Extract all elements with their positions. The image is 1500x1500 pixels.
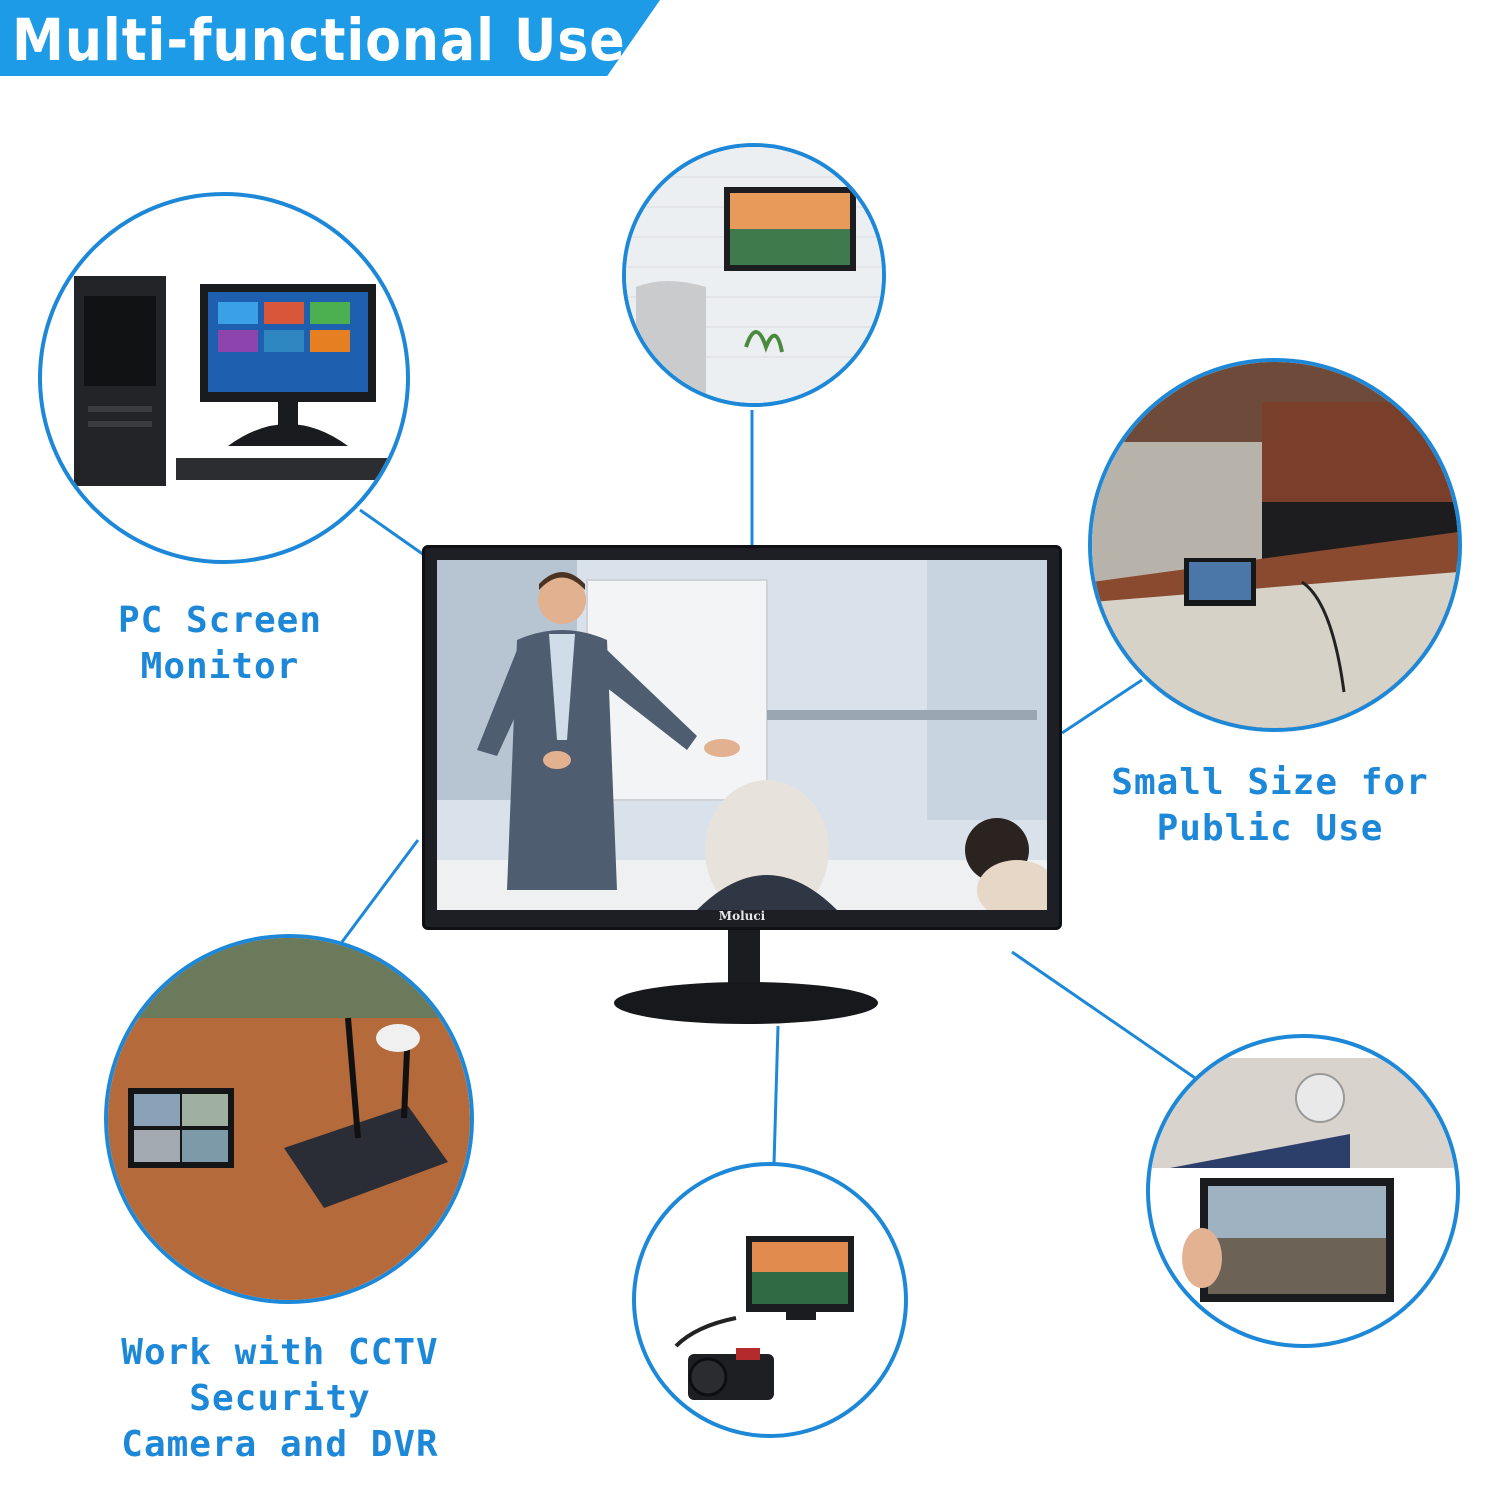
camera-circle <box>632 1162 908 1438</box>
header-banner: Multi-functional Use <box>0 0 660 76</box>
monitor-stand-neck <box>728 930 760 986</box>
public-use-illustration <box>1092 362 1458 728</box>
monitor-brand-logo: Moluci <box>718 909 766 923</box>
caption-pc-monitor: PC Screen Monitor <box>30 598 410 690</box>
caption-public-line2: Public Use <box>1156 808 1384 849</box>
connector-handheld <box>1011 950 1199 1082</box>
connector-cctv <box>340 839 420 943</box>
public-use-circle <box>1088 358 1462 732</box>
central-monitor: Moluci <box>422 545 1062 930</box>
connector-pc <box>359 508 425 557</box>
wall-mount-circle <box>622 143 886 407</box>
caption-cctv-line1: Work with CCTV Security <box>121 1332 439 1419</box>
presentation-scene <box>437 560 1047 910</box>
caption-cctv: Work with CCTV Security Camera and DVR <box>20 1330 540 1468</box>
monitor-screen <box>437 560 1047 910</box>
handheld-circle <box>1146 1034 1460 1348</box>
handheld-illustration <box>1150 1058 1456 1302</box>
monitor-stand-base <box>614 982 878 1024</box>
pc-setup-circle <box>38 192 410 564</box>
caption-public-line1: Small Size for <box>1111 762 1429 803</box>
caption-pc-text: PC Screen Monitor <box>117 600 323 687</box>
connector-public <box>1061 678 1143 735</box>
camera-illustration <box>674 1236 854 1400</box>
cctv-dvr-illustration <box>108 938 470 1300</box>
connector-camera <box>772 1025 780 1165</box>
page-title: Multi-functional Use <box>12 6 626 74</box>
pc-setup-illustration <box>74 276 396 486</box>
cctv-dvr-circle <box>104 934 474 1304</box>
wall-mount-illustration <box>626 147 882 403</box>
caption-cctv-line2: Camera and DVR <box>121 1424 439 1465</box>
caption-public-use: Small Size for Public Use <box>1100 760 1440 852</box>
